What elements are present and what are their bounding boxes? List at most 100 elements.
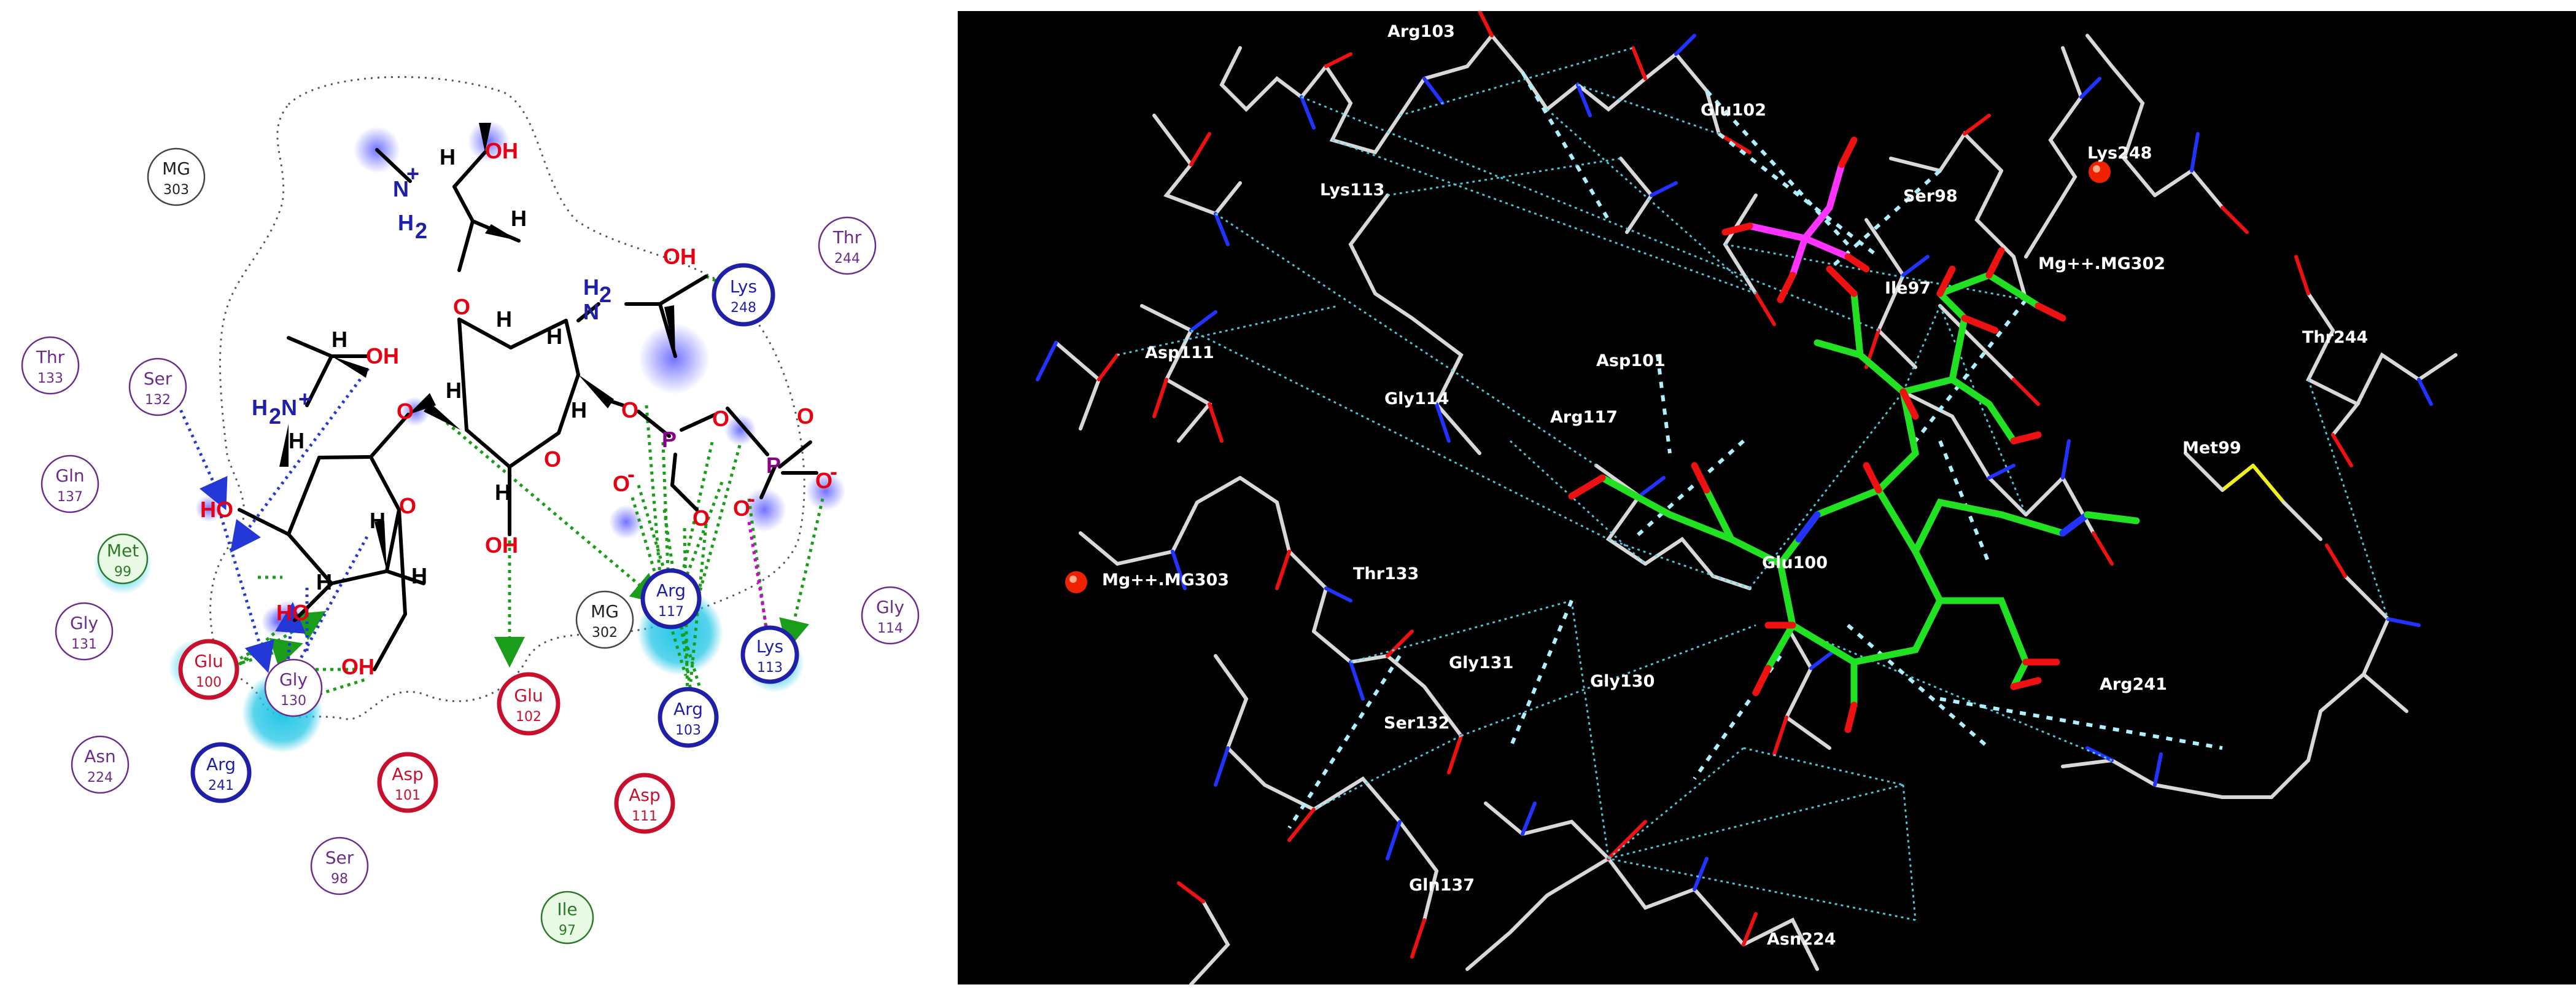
label-arg117: Arg117 bbox=[1550, 408, 1618, 427]
residue-lys-113: Lys113 bbox=[740, 625, 799, 684]
pocket-outline bbox=[209, 76, 805, 720]
label-arg241: Arg241 bbox=[2100, 675, 2167, 694]
mg-ion bbox=[1069, 575, 1077, 583]
label-gly114: Gly114 bbox=[1384, 389, 1449, 408]
atom-p: P bbox=[662, 427, 677, 452]
atom-n: N bbox=[393, 176, 409, 201]
atom-o: O bbox=[613, 471, 630, 496]
atom-o: O bbox=[797, 403, 814, 429]
residue-name: Lys bbox=[756, 636, 783, 657]
wedge-bond bbox=[374, 521, 387, 571]
mg-ion bbox=[2093, 165, 2100, 173]
residue-name: Gln bbox=[55, 466, 84, 486]
residue-name: Glu bbox=[194, 651, 223, 671]
wedge-bond bbox=[479, 123, 491, 152]
ligand-sticks bbox=[1568, 247, 2140, 733]
residue-arg-241: Arg241 bbox=[190, 742, 252, 803]
residue-disc bbox=[264, 658, 323, 717]
atom-n: N bbox=[583, 299, 599, 324]
residue-disc bbox=[71, 735, 130, 794]
wedge-bond bbox=[485, 224, 519, 241]
atom-charge: - bbox=[830, 459, 837, 484]
residue-mg-302: MG302 bbox=[575, 590, 634, 649]
residue-gly-131: Gly131 bbox=[55, 602, 114, 661]
structure-canvas: Arg103Glu102Lys248Lys113Ser98Mg++.MG302I… bbox=[1036, 11, 2458, 984]
residue-asn-224: Asn224 bbox=[71, 735, 130, 794]
residue-name: Glu bbox=[514, 685, 543, 706]
residue-mg-303: MG303 bbox=[147, 147, 206, 206]
interaction-diagram-2d: OH N H 2 + O H H H 2 N OH H H H H H O O … bbox=[0, 0, 939, 998]
residue-name: Gly bbox=[279, 669, 308, 690]
residue-thr-133: Thr133 bbox=[21, 336, 80, 395]
diagram-canvas: OH N H 2 + O H H H 2 N OH H H H H H O O … bbox=[21, 76, 920, 945]
residue-name: Ile bbox=[557, 899, 577, 919]
label-lys113: Lys113 bbox=[1320, 181, 1384, 200]
residue-number: 137 bbox=[57, 489, 83, 505]
residue-number: 248 bbox=[731, 300, 756, 316]
residue-met-99: Met 99 bbox=[97, 533, 149, 585]
atom-h: H bbox=[370, 508, 386, 533]
residue-name: Lys bbox=[730, 276, 757, 297]
atom-h: H bbox=[411, 563, 427, 588]
residue-number: 241 bbox=[208, 778, 234, 793]
hbond-lines bbox=[220, 275, 824, 701]
residue-glu-100: Glu100 bbox=[178, 639, 239, 700]
residue-glu-102: Glu 102 bbox=[497, 672, 561, 736]
residue-number: 99 bbox=[114, 564, 131, 580]
residue-disc bbox=[614, 773, 675, 834]
atom-h: H bbox=[440, 144, 456, 170]
residue-name: Ser bbox=[325, 848, 354, 868]
atom-o: O bbox=[733, 496, 750, 521]
atom-sub: 2 bbox=[415, 218, 427, 243]
label-arg103: Arg103 bbox=[1387, 22, 1455, 41]
exposure-halo bbox=[806, 472, 845, 511]
atom-sub: 2 bbox=[599, 282, 611, 307]
atom-ho: HO bbox=[200, 497, 233, 522]
label-gly131: Gly131 bbox=[1449, 653, 1513, 672]
label-thr133: Thr133 bbox=[1353, 564, 1419, 583]
atom-o: O bbox=[399, 493, 416, 518]
residue-disc bbox=[178, 639, 239, 700]
mg-ion bbox=[1065, 571, 1087, 593]
label-ser98: Ser98 bbox=[1903, 187, 1958, 206]
residue-disc bbox=[21, 336, 80, 395]
atom-charge: - bbox=[627, 461, 635, 486]
atom-o: O bbox=[453, 294, 470, 319]
residue-ser-132: Ser132 bbox=[128, 357, 187, 416]
residue-gly-130: Gly130 bbox=[264, 658, 323, 717]
residue-name: Ser bbox=[144, 368, 173, 389]
residue-number: 303 bbox=[163, 182, 189, 198]
residue-number: 103 bbox=[675, 723, 701, 738]
residue-disc bbox=[740, 625, 799, 684]
residue-number: 117 bbox=[658, 604, 684, 620]
atom-oh: OH bbox=[485, 138, 518, 163]
residue-disc bbox=[310, 836, 369, 895]
atom-oh: OH bbox=[663, 244, 696, 269]
label-ile97: Ile97 bbox=[1885, 279, 1931, 298]
atom-sub: 2 bbox=[269, 403, 281, 429]
residue-name: Met bbox=[107, 540, 139, 561]
wedge-bond bbox=[664, 305, 675, 356]
exposure-halo bbox=[468, 120, 510, 162]
residue-name: Gly bbox=[70, 613, 98, 633]
label-asn224: Asn224 bbox=[1767, 930, 1836, 949]
residue-number: 244 bbox=[834, 251, 860, 267]
atom-oh: OH bbox=[366, 343, 399, 368]
wedge-bond bbox=[424, 402, 460, 430]
label-mg-mg303: Mg++.MG303 bbox=[1102, 571, 1229, 590]
label-mg-mg302: Mg++.MG302 bbox=[2038, 254, 2165, 273]
residue-number: 102 bbox=[516, 709, 541, 725]
atom-o: O bbox=[621, 397, 638, 423]
residue-disc bbox=[658, 687, 719, 748]
atom-o: O bbox=[397, 399, 414, 424]
atom-h: H bbox=[571, 397, 587, 423]
residue-asp-101: Asp101 bbox=[377, 752, 438, 813]
label-met99: Met99 bbox=[2182, 439, 2241, 458]
residue-number: 111 bbox=[632, 809, 658, 824]
residue-name: MG bbox=[591, 601, 619, 622]
contact-lines bbox=[1117, 47, 2389, 921]
atom-charge: + bbox=[406, 161, 419, 186]
residue-number: 224 bbox=[87, 770, 113, 786]
residue-disc bbox=[147, 147, 206, 206]
